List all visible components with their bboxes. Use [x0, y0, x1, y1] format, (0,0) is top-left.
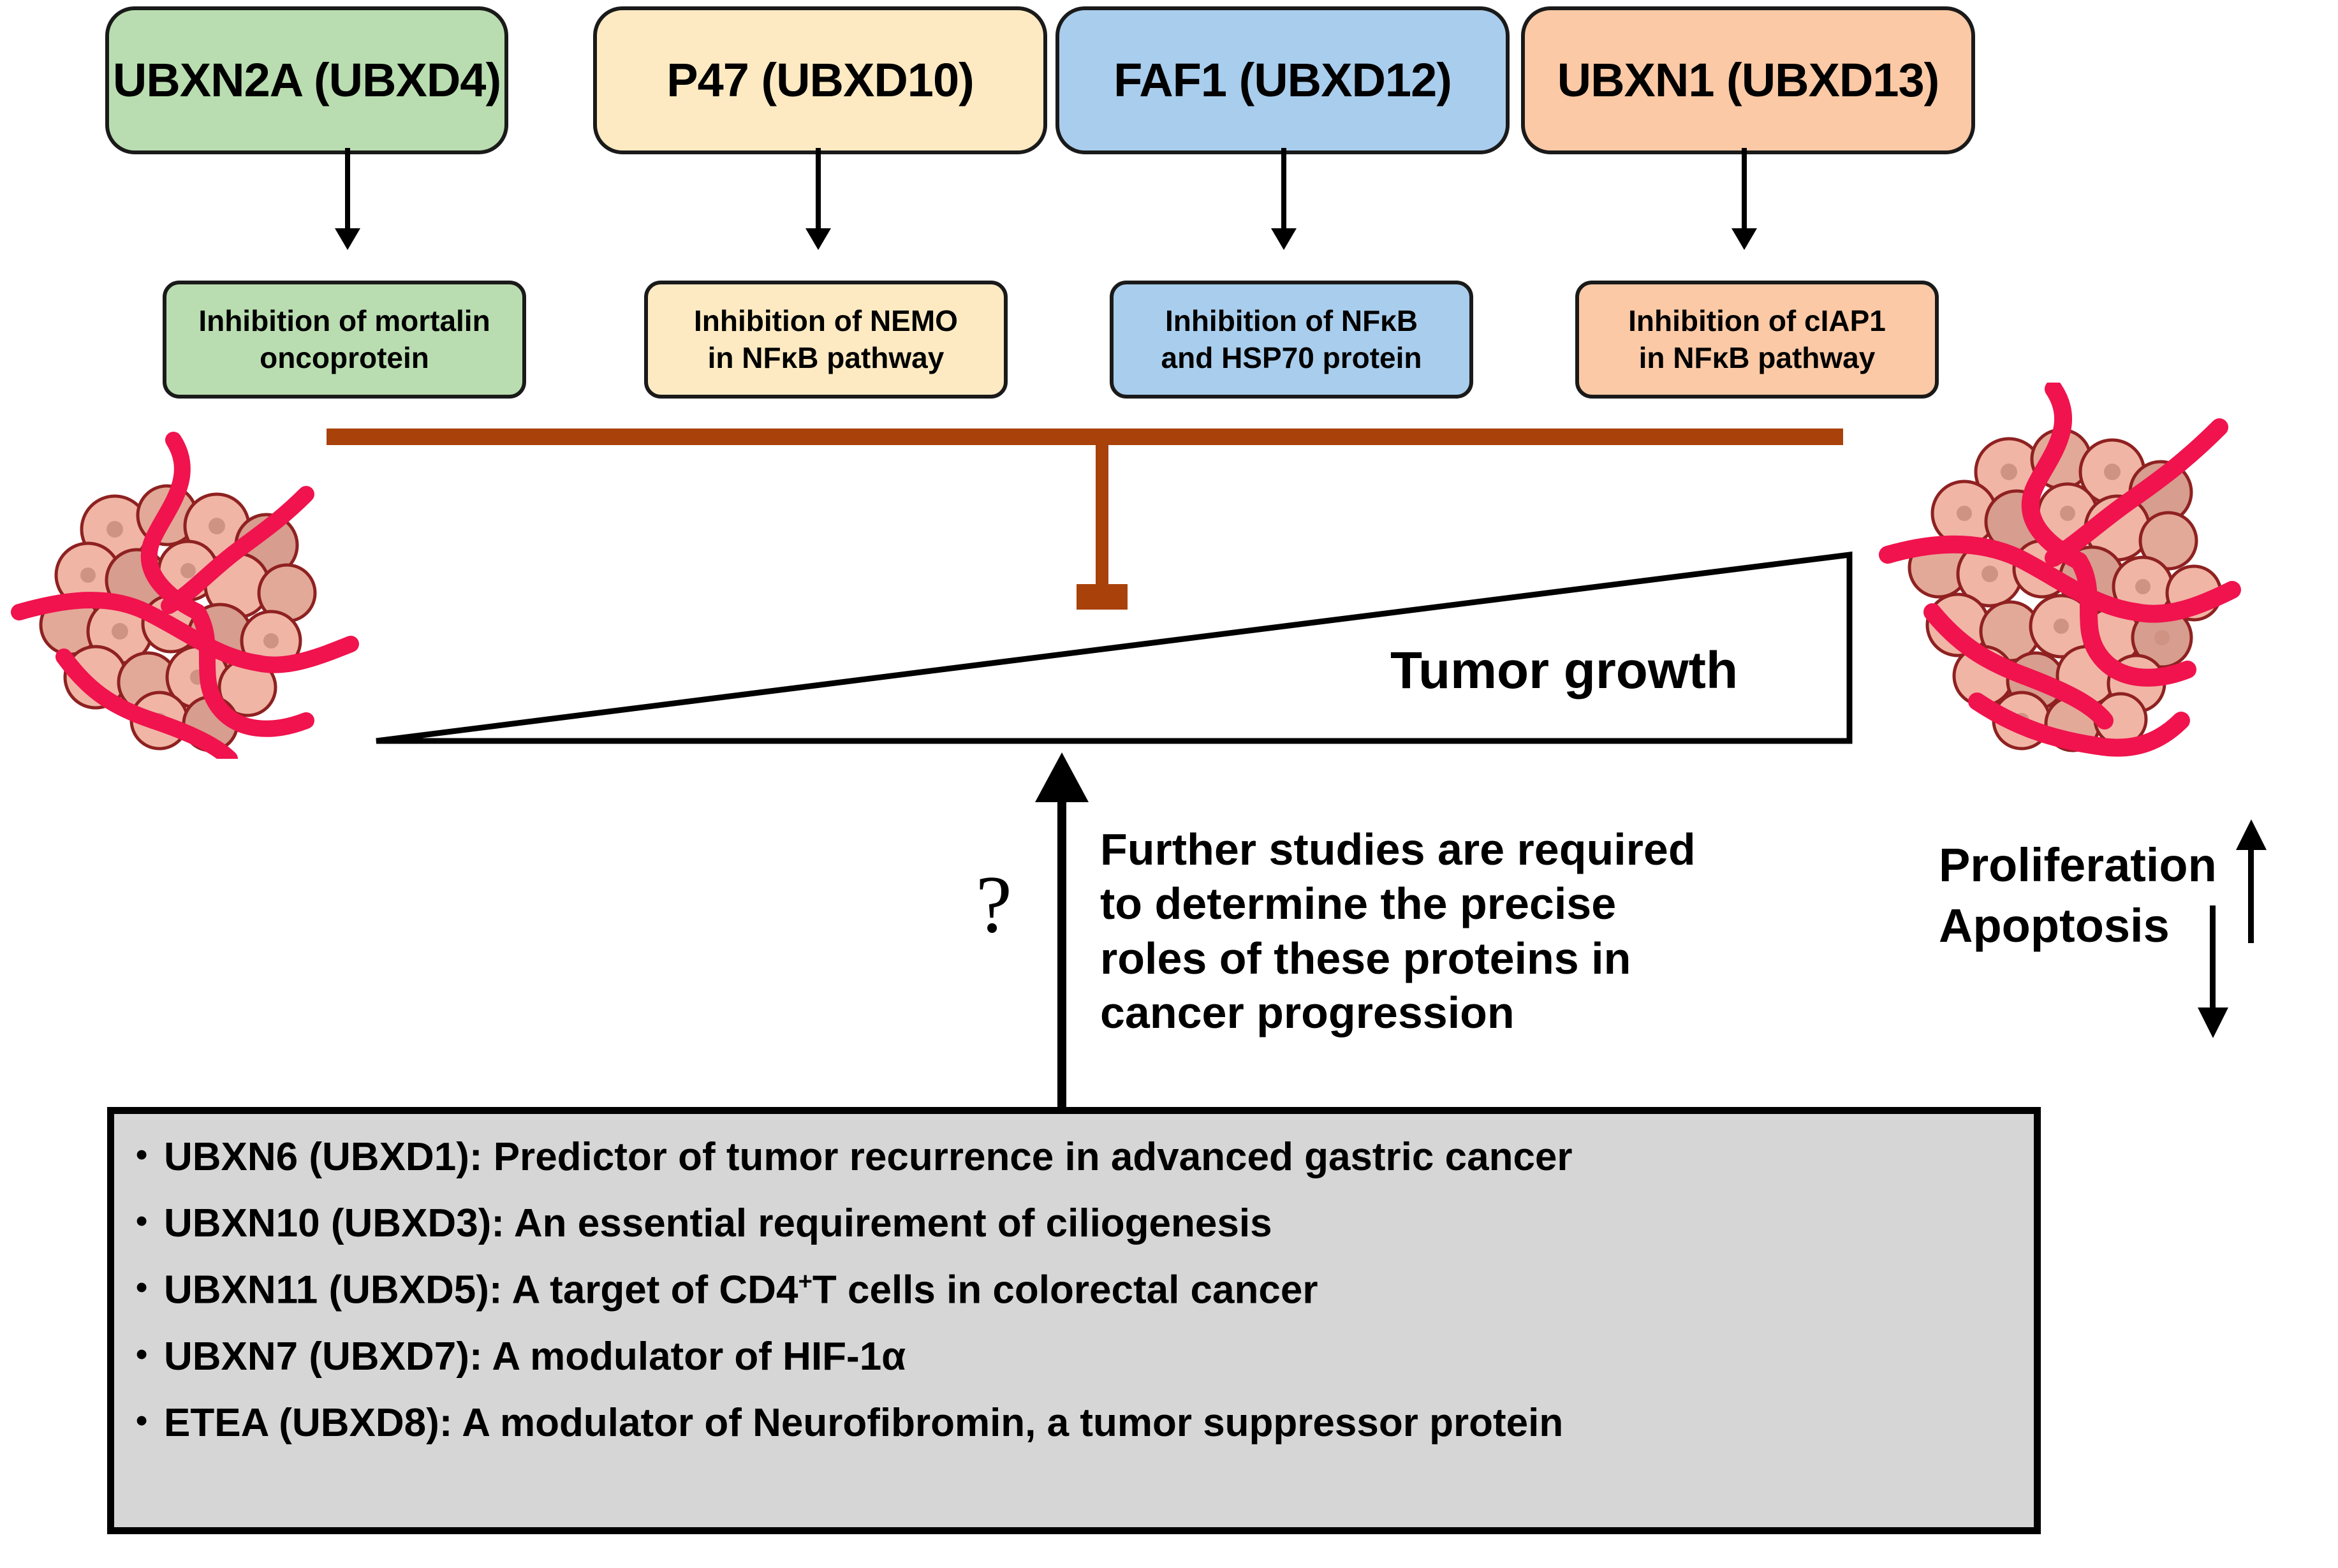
list-item-text: UBXN10 (UBXD3): An essential requirement… [164, 1201, 1272, 1246]
function-line-1: Inhibition of NFκB [1165, 304, 1418, 337]
function-line-2: oncoprotein [260, 341, 429, 374]
additional-proteins-box: • UBXN6 (UBXD1): Predictor of tumor recu… [107, 1107, 2041, 1534]
tumor-cluster-left [11, 432, 359, 759]
inhibition-bar-horizontal [327, 429, 1843, 445]
function-line-1: Inhibition of cIAP1 [1628, 304, 1886, 337]
bullet-icon: • [136, 1269, 148, 1307]
list-item-text: UBXN6 (UBXD1): Predictor of tumor recurr… [164, 1135, 1573, 1179]
further-line-2: to determine the precise [1100, 879, 1617, 929]
function-box-nemo[interactable]: Inhibition of NEMO in NFκB pathway [644, 281, 1008, 399]
arrow-down-ubxn1 [1722, 148, 1767, 250]
protein-box-ubxn2a[interactable]: UBXN2A (UBXD4) [105, 6, 508, 154]
arrow-down-ubxn2a [325, 148, 370, 250]
arrow-down-apoptosis [2194, 905, 2232, 1046]
arrow-up-proliferation [2232, 819, 2270, 947]
protein-box-faf1[interactable]: FAF1 (UBXD12) [1055, 6, 1510, 154]
question-mark: ? [976, 859, 1012, 949]
inhibition-bar-stem [1096, 440, 1108, 593]
protein-box-ubxn1[interactable]: UBXN1 (UBXD13) [1521, 6, 1975, 154]
tumor-growth-label: Tumor growth [1390, 641, 1739, 700]
bullet-icon: • [136, 1136, 148, 1173]
protein-box-label: UBXN1 (UBXD13) [1557, 54, 1940, 107]
arrow-down-p47 [796, 148, 841, 250]
arrow-down-faf1 [1261, 148, 1306, 250]
function-line-1: Inhibition of NEMO [694, 304, 958, 337]
proliferation-label: Proliferation [1939, 839, 2217, 891]
function-line-2: and HSP70 protein [1161, 341, 1422, 374]
function-box-nfkb-hsp70[interactable]: Inhibition of NFκB and HSP70 protein [1110, 281, 1473, 399]
list-item: • UBXN6 (UBXD1): Predictor of tumor recu… [114, 1135, 2034, 1179]
protein-box-label: UBXN2A (UBXD4) [112, 54, 501, 107]
function-box-ciap1[interactable]: Inhibition of cIAP1 in NFκB pathway [1575, 281, 1939, 399]
bullet-icon: • [136, 1203, 148, 1240]
proliferation-apoptosis-labels: Proliferation Apoptosis [1939, 835, 2217, 956]
list-item: • UBXN7 (UBXD7): A modulator of HIF-1α [114, 1335, 2034, 1379]
function-box-mortalin[interactable]: Inhibition of mortalin oncoprotein [163, 281, 526, 399]
arrow-up-unknown-mechanism [1033, 752, 1091, 1111]
list-item: • UBXN10 (UBXD3): An essential requireme… [114, 1201, 2034, 1246]
further-line-1: Further studies are required [1100, 824, 1696, 874]
function-line-1: Inhibition of mortalin [198, 304, 490, 337]
further-studies-text: Further studies are required to determin… [1100, 823, 1897, 1041]
function-line-2: in NFκB pathway [707, 341, 945, 374]
protein-box-label: P47 (UBXD10) [666, 54, 974, 107]
function-line-2: in NFκB pathway [1638, 341, 1876, 374]
apoptosis-label: Apoptosis [1939, 898, 2170, 952]
bullet-icon: • [136, 1402, 148, 1440]
protein-box-label: FAF1 (UBXD12) [1114, 54, 1452, 107]
protein-box-p47[interactable]: P47 (UBXD10) [593, 6, 1047, 154]
further-line-4: cancer progression [1100, 988, 1515, 1038]
tumor-growth-wedge [376, 551, 1853, 744]
list-item-text: UBXN11 (UBXD5): A target of CD4+T cells … [164, 1268, 1318, 1313]
bullet-icon: • [136, 1336, 148, 1374]
list-item-text: UBXN7 (UBXD7): A modulator of HIF-1α [164, 1335, 906, 1379]
inhibition-bar-foot [1077, 584, 1128, 610]
list-item: • ETEA (UBXD8): A modulator of Neurofibr… [114, 1402, 2034, 1445]
list-item: • UBXN11 (UBXD5): A target of CD4+T cell… [114, 1268, 2034, 1312]
further-line-3: roles of these proteins in [1100, 933, 1631, 983]
tumor-cluster-right [1879, 383, 2241, 757]
list-item-text: ETEA (UBXD8): A modulator of Neurofibrom… [164, 1401, 1564, 1446]
